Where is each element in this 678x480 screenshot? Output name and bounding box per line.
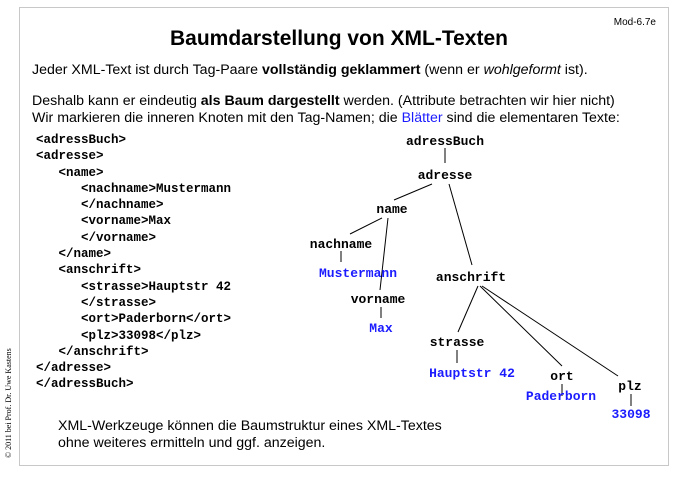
code-line: </adressBuch> [36,377,134,392]
p1-italic: wohlgeformt [483,62,561,78]
edge-name-vorname [379,217,389,291]
node-anschrift: anschrift [436,270,506,285]
node-strasse: strasse [430,335,485,350]
footer-line-1: XML-Werkzeuge können die Baumstruktur ei… [58,418,442,434]
leaf-plz-value: 33098 [611,407,650,422]
xml-code-block: <adressBuch> <adresse> <name> <nachname>M… [36,132,231,393]
page-title: Baumdarstellung von XML-Texten [170,27,508,50]
node-name: name [376,202,407,217]
p2-bold: als Baum dargestellt [200,93,340,109]
edge-anschrift-strasse [457,285,479,333]
p1-bold: vollständig geklammert [262,62,421,78]
copyright-notice: © 2011 bei Prof. Dr. Uwe Kastens [4,348,13,458]
node-adresse: adresse [418,168,473,183]
p3-blue-word: Blätter [401,110,443,126]
p3-text-a: Wir markieren die inneren Knoten mit den… [32,110,402,126]
node-adressbuch: adressBuch [406,134,484,149]
code-line: <plz>33098</plz> [36,328,202,343]
code-line: <vorname>Max [36,214,172,229]
code-line: <name> [36,165,104,180]
footer-note: XML-Werkzeuge können die Baumstruktur ei… [58,418,442,452]
p3-text-c: sind die elementaren Texte: [442,110,620,126]
paragraph-2: Deshalb kann er eindeutig als Baum darge… [32,93,615,110]
edge-anschrift-ort [479,285,563,367]
code-line: </name> [36,247,112,262]
paragraph-1: Jeder XML-Text ist durch Tag-Paare volls… [32,62,588,79]
leaf-hauptstr: Hauptstr 42 [429,366,515,381]
node-nachname: nachname [310,237,373,252]
leaf-paderborn: Paderborn [526,389,596,404]
edge-adresse-anschrift [448,183,473,266]
p1-text-e: ist). [560,62,588,78]
paragraph-3: Wir markieren die inneren Knoten mit den… [32,110,620,127]
code-line: <adresse> [36,149,104,164]
code-line: <anschrift> [36,263,142,278]
code-line: </adresse> [36,361,112,376]
code-line: <strasse>Hauptstr 42 [36,279,232,294]
leaf-max: Max [369,321,393,336]
slide-id: Mod-6.7e [613,17,656,28]
code-line: </nachname> [36,198,164,213]
node-plz: plz [618,379,641,394]
node-ort: ort [550,369,573,384]
leaf-mustermann: Mustermann [319,266,397,281]
node-vorname: vorname [351,292,406,307]
code-line: </vorname> [36,230,157,245]
p1-text-c: (wenn er [420,62,484,78]
edge-anschrift-plz [481,285,619,377]
code-line: <nachname>Mustermann [36,181,232,196]
p2-text-c: werden. (Attribute betrachten wir hier n… [339,93,615,109]
p2-text-a: Deshalb kann er eindeutig [32,93,201,109]
code-line: <adressBuch> [36,133,127,147]
edge-name-nachname [349,217,383,235]
p1-text-a: Jeder XML-Text ist durch Tag-Paare [32,62,262,78]
footer-line-2: ohne weiteres ermitteln und ggf. anzeige… [58,435,326,451]
code-line: </strasse> [36,295,157,310]
edge-adresse-name [393,183,433,201]
code-line: </anschrift> [36,344,149,359]
code-line: <ort>Paderborn</ort> [36,312,232,327]
slide-frame: Mod-6.7e [19,7,669,466]
